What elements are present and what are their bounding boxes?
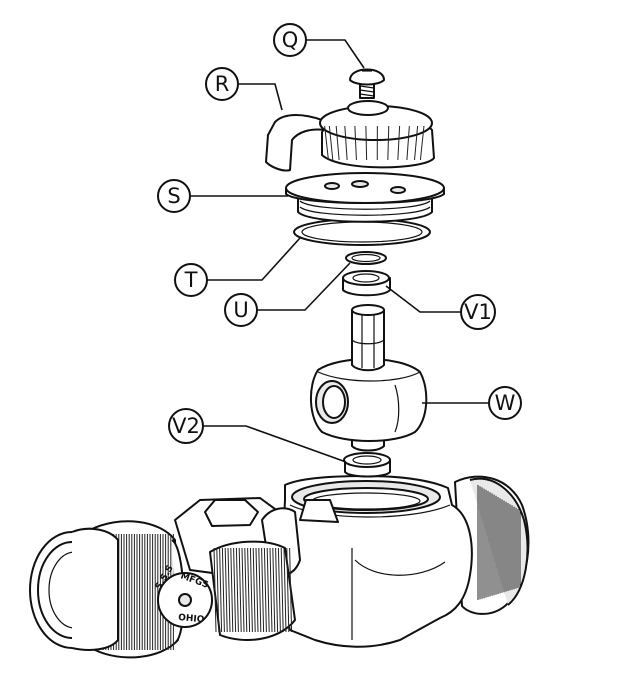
retainer-plate-part xyxy=(285,172,445,223)
o-ring-large-part xyxy=(293,218,431,246)
callout-label-w: W xyxy=(495,391,516,415)
seat-upper-part xyxy=(342,270,391,297)
callout-q: Q xyxy=(273,23,307,57)
seat-lower-part xyxy=(343,452,391,478)
screw-part xyxy=(349,68,385,99)
callout-v2: V2 xyxy=(168,408,204,444)
stem xyxy=(351,304,385,372)
valve-body: S.S.S MFGS OHIO xyxy=(29,475,530,659)
callout-v1: V1 xyxy=(460,294,496,330)
ball-part xyxy=(309,358,428,452)
callout-u: U xyxy=(224,293,258,327)
callout-label-t: T xyxy=(184,268,198,292)
callout-r: R xyxy=(205,67,239,101)
nut-text-3: OHIO xyxy=(178,613,205,625)
middle-union-nut xyxy=(209,540,296,641)
callout-label-v1: V1 xyxy=(464,300,492,324)
leader-lines xyxy=(190,39,489,463)
callout-t: T xyxy=(174,263,208,297)
callout-label-u: U xyxy=(233,298,248,322)
callout-w: W xyxy=(488,386,522,420)
right-union-nut xyxy=(454,475,530,615)
callout-label-v2: V2 xyxy=(172,414,200,438)
o-ring-small-part xyxy=(345,251,387,265)
callout-label-r: R xyxy=(215,72,230,96)
left-pipe-end xyxy=(29,527,119,651)
callout-s: S xyxy=(157,179,191,213)
callout-label-s: S xyxy=(167,184,180,208)
handle-part xyxy=(265,100,435,172)
callout-label-q: Q xyxy=(282,28,299,52)
